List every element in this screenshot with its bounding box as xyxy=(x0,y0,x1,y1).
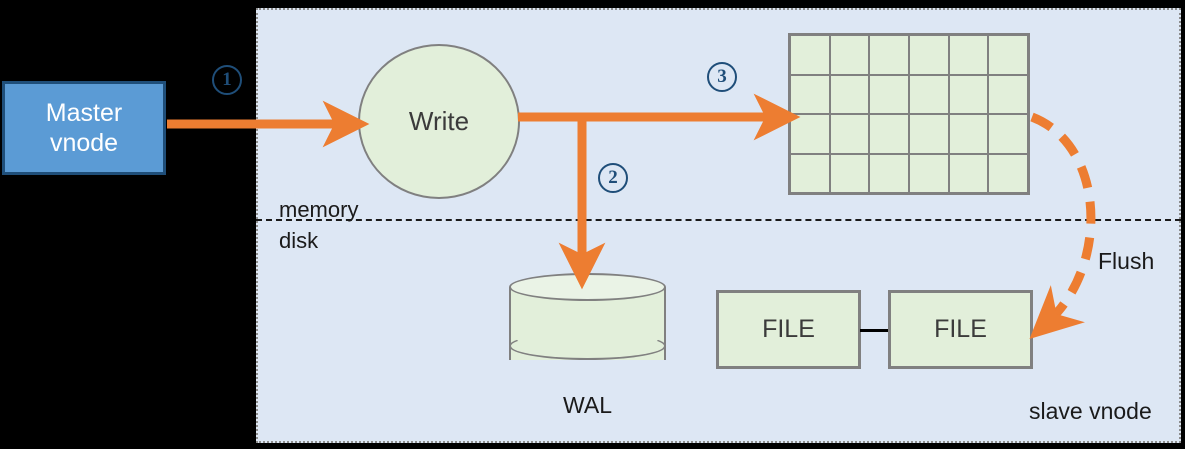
memtable-cell xyxy=(830,115,869,153)
step-number-1: 1 xyxy=(212,65,242,95)
memtable-cell xyxy=(830,75,869,113)
memtable-cell xyxy=(791,36,829,74)
file-box-1[interactable]: FILE xyxy=(716,290,861,369)
memtable-cell xyxy=(910,154,948,192)
file-box-2-label: FILE xyxy=(934,315,987,343)
memtable-cell xyxy=(791,154,829,192)
disk-label: disk xyxy=(279,228,319,253)
memtable-cell xyxy=(830,36,869,74)
memtable-cell xyxy=(870,75,908,113)
master-vnode-label-line1: Master xyxy=(45,98,123,127)
step-number-3: 3 xyxy=(707,62,737,92)
memtable-cell xyxy=(949,75,988,113)
memtable-cell xyxy=(910,75,948,113)
memtable-cell xyxy=(989,115,1027,153)
write-node[interactable]: Write xyxy=(358,44,520,199)
memtable-cell xyxy=(870,115,908,153)
memtable-cell xyxy=(910,36,948,74)
file-box-2[interactable]: FILE xyxy=(888,290,1033,369)
file-connector-line xyxy=(860,329,889,332)
wal-label: WAL xyxy=(563,392,612,418)
memtable-cell xyxy=(870,154,908,192)
memory-label: memory xyxy=(279,197,359,222)
memtable-cell xyxy=(949,36,988,74)
master-vnode-box[interactable]: Master vnode xyxy=(2,81,166,175)
write-node-label: Write xyxy=(408,106,470,136)
memtable-cell xyxy=(949,154,988,192)
memtable-cell xyxy=(830,154,869,192)
flush-label: Flush xyxy=(1098,248,1155,274)
memtable-cell xyxy=(791,75,829,113)
memtable-cell xyxy=(989,75,1027,113)
memtable-cell xyxy=(989,154,1027,192)
memtable-cell xyxy=(949,115,988,153)
wal-cylinder-bottom xyxy=(509,332,666,360)
memory-disk-divider xyxy=(256,219,1181,221)
memtable-cell xyxy=(910,115,948,153)
memtable-cell xyxy=(989,36,1027,74)
memtable-cell xyxy=(870,36,908,74)
step-number-2: 2 xyxy=(598,163,628,193)
memtable-cell xyxy=(791,115,829,153)
memtable-grid xyxy=(788,33,1030,195)
wal-cylinder xyxy=(509,273,666,374)
slave-vnode-label: slave vnode xyxy=(1029,398,1152,424)
file-box-1-label: FILE xyxy=(762,315,815,343)
wal-cylinder-top xyxy=(509,273,666,301)
master-vnode-label-line2: vnode xyxy=(49,129,119,157)
